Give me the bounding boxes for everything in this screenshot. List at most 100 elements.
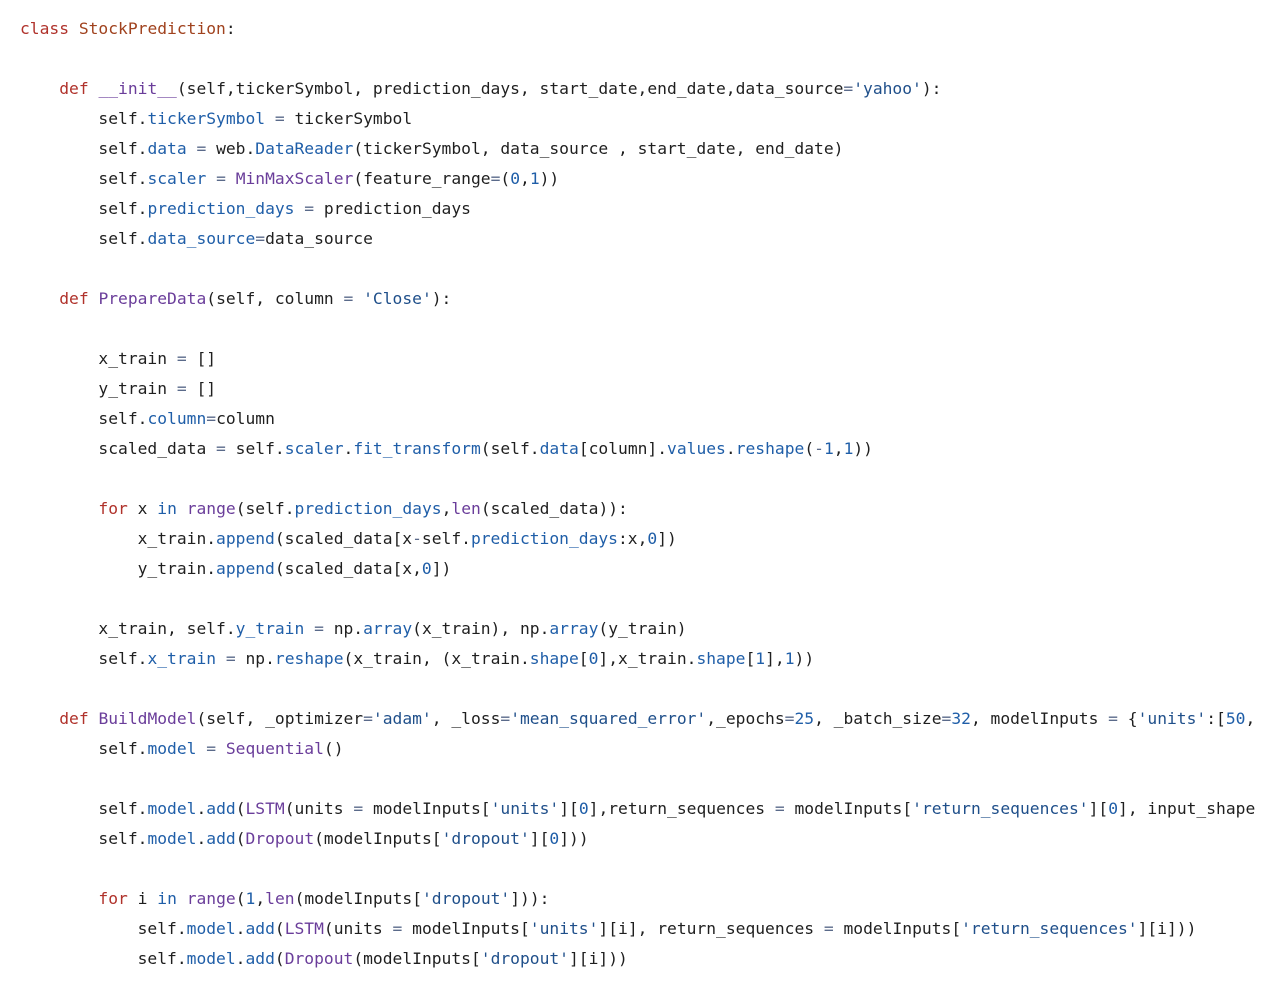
code-token: 1 (843, 439, 854, 458)
code-line: self.prediction_days = prediction_days (20, 194, 1267, 224)
code-token: ], input_shape (1118, 799, 1256, 818)
code-token: ][ (559, 799, 579, 818)
code-token: , (255, 889, 266, 908)
code-token: , _batch_size (814, 709, 942, 728)
code-line: self.data_source=data_source (20, 224, 1267, 254)
code-line: y_train = [] (20, 374, 1267, 404)
code-token: , (833, 439, 844, 458)
code-token: class (20, 19, 79, 38)
code-token: def (59, 79, 99, 98)
code-token: in (157, 499, 177, 518)
code-token: tickerSymbol (147, 109, 266, 128)
code-token: ]) (431, 559, 452, 578)
code-token: ( (235, 799, 246, 818)
code-line: self.data = web.DataReader(tickerSymbol,… (20, 134, 1267, 164)
code-token: = (500, 709, 511, 728)
code-token: = (392, 919, 403, 938)
code-token: ): (921, 79, 942, 98)
code-token: scaler (284, 439, 344, 458)
code-token: MinMaxScaler (235, 169, 354, 188)
code-token: self. (20, 139, 148, 158)
code-token: shape (696, 649, 746, 668)
code-token: model (186, 949, 236, 968)
code-token: 'units' (490, 799, 560, 818)
code-line (20, 764, 1267, 794)
code-block[interactable]: class StockPrediction: def __init__(self… (20, 14, 1267, 974)
code-token: self. (20, 739, 148, 758)
code-line: x_train, self.y_train = np.array(x_train… (20, 614, 1267, 644)
code-token: self. (20, 229, 148, 248)
code-token: self. (20, 829, 148, 848)
code-token: add (245, 919, 275, 938)
code-token: . (235, 919, 246, 938)
code-token: 1 (245, 889, 256, 908)
code-token: add (206, 799, 236, 818)
code-token: for (98, 889, 128, 908)
code-line: def __init__(self,tickerSymbol, predicti… (20, 74, 1267, 104)
code-token: . (196, 829, 207, 848)
code-token (20, 889, 98, 908)
code-line: self.scaler = MinMaxScaler(feature_range… (20, 164, 1267, 194)
code-line: def BuildModel(self, _optimizer='adam', … (20, 704, 1267, 734)
code-token: = (843, 79, 854, 98)
code-token: (self, _optimizer (196, 709, 364, 728)
code-line: for i in range(1,len(modelInputs['dropou… (20, 884, 1267, 914)
code-line (20, 584, 1267, 614)
code-token: y_train. (20, 559, 217, 578)
code-token: self. (20, 919, 187, 938)
code-line: for x in range(self.prediction_days,len(… (20, 494, 1267, 524)
code-token: (self. (235, 499, 295, 518)
code-token: 1 (755, 649, 766, 668)
code-token: append (216, 559, 275, 578)
code-token: { (1117, 709, 1138, 728)
code-token: () (323, 739, 344, 758)
code-token: [ (578, 649, 589, 668)
code-token: 1 (784, 649, 795, 668)
code-token: for (98, 499, 128, 518)
code-token: [column]. (578, 439, 668, 458)
code-token: 0 (588, 649, 599, 668)
code-token: = (216, 649, 246, 668)
code-token: ,_epochs (706, 709, 785, 728)
code-token: ][i])) (1137, 919, 1197, 938)
code-token: (x_train, (x_train. (343, 649, 530, 668)
code-token: def (59, 289, 99, 308)
code-token: . (725, 439, 736, 458)
code-line: self.x_train = np.reshape(x_train, (x_tr… (20, 644, 1267, 674)
code-token: 'adam' (372, 709, 432, 728)
code-token: y_train (20, 379, 177, 398)
code-token: prediction_days (147, 199, 295, 218)
code-token: scaled_data (20, 439, 217, 458)
code-line (20, 854, 1267, 884)
code-token: 'dropout' (480, 949, 569, 968)
code-token: DataReader (255, 139, 354, 158)
code-token: 'Close' (363, 289, 432, 308)
code-token: = (343, 289, 354, 308)
code-token: = (196, 739, 226, 758)
code-token: modelInputs[ (784, 799, 913, 818)
code-token: = (490, 169, 501, 188)
code-token: - (814, 439, 824, 458)
code-token: add (206, 829, 236, 848)
code-line (20, 44, 1267, 74)
code-token: :x, (617, 529, 648, 548)
code-token: (scaled_data)): (480, 499, 628, 518)
code-token: data (147, 139, 187, 158)
code-token: reshape (735, 439, 805, 458)
code-token: , (520, 169, 530, 188)
code-token: self. (20, 109, 148, 128)
code-token: 'dropout' (441, 829, 530, 848)
code-token: 'units' (1137, 709, 1207, 728)
code-token: reshape (274, 649, 344, 668)
code-token: ): (431, 289, 452, 308)
code-line: self.model = Sequential() (20, 734, 1267, 764)
code-token: 'yahoo' (853, 79, 922, 98)
code-token: = (353, 799, 364, 818)
code-token: = (823, 919, 834, 938)
code-token: = (304, 619, 334, 638)
code-token: = (294, 199, 324, 218)
code-token: (modelInputs[ (353, 949, 481, 968)
code-token: column (216, 409, 275, 428)
code-token: ]) (657, 529, 677, 548)
code-token: range (186, 499, 236, 518)
